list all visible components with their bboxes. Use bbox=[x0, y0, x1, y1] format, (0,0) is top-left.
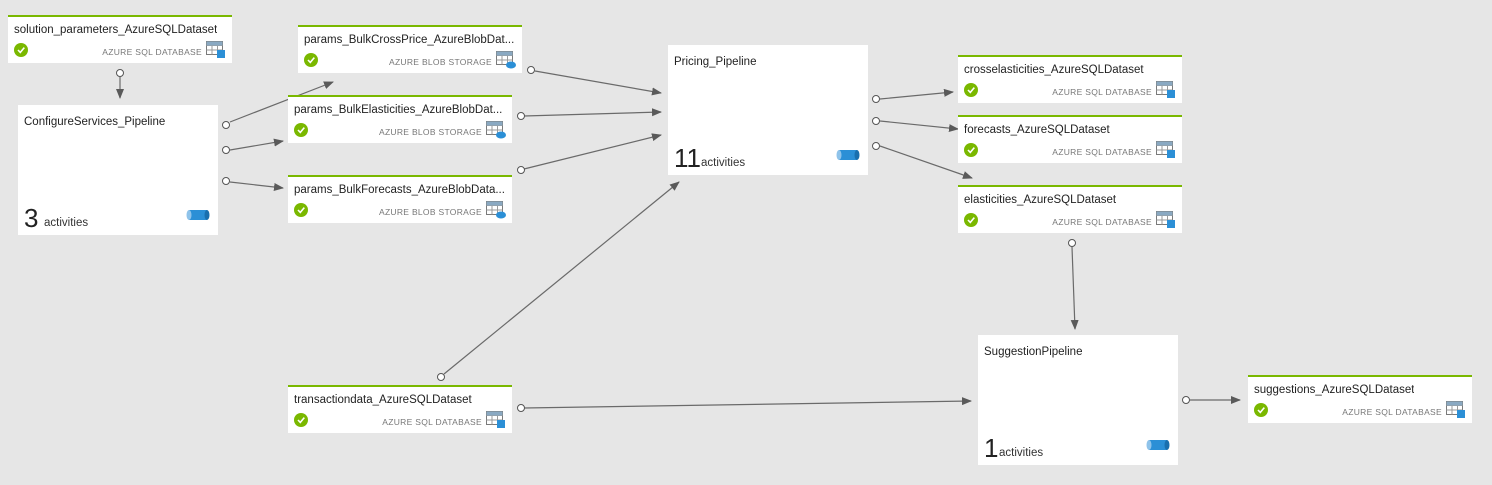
edge-configure-to-forecasts bbox=[229, 181, 284, 191]
sql-table-icon bbox=[486, 411, 506, 434]
edge-forecasts-to-pricing bbox=[523, 133, 662, 170]
dataset-bulk-forecasts[interactable]: params_BulkForecasts_AzureBlobData... AZ… bbox=[288, 175, 512, 223]
dataset-crosselasticities[interactable]: crosselasticities_AzureSQLDataset AZURE … bbox=[958, 55, 1182, 103]
sql-table-icon bbox=[1446, 401, 1466, 424]
blob-table-icon bbox=[496, 51, 516, 74]
pipeline-suggestion[interactable]: SuggestionPipeline 1 activities bbox=[978, 335, 1178, 465]
port-out-crossprice bbox=[527, 66, 535, 74]
activity-count: 1 bbox=[984, 433, 999, 463]
blob-table-icon bbox=[486, 121, 506, 144]
dataset-type: AZURE BLOB STORAGE bbox=[378, 127, 482, 137]
dataset-name: elasticities_AzureSQLDataset bbox=[964, 194, 1117, 206]
port-out-transaction-1 bbox=[437, 373, 445, 381]
dataset-transactiondata[interactable]: transactiondata_AzureSQLDataset AZURE SQ… bbox=[288, 385, 512, 433]
dataset-name: suggestions_AzureSQLDataset bbox=[1254, 384, 1415, 396]
dataset-type: AZURE BLOB STORAGE bbox=[388, 57, 492, 67]
sql-table-icon bbox=[1156, 81, 1176, 104]
check-icon bbox=[304, 53, 318, 67]
edge-transaction-to-suggestion bbox=[523, 397, 972, 409]
sql-table-icon bbox=[206, 41, 226, 64]
pipeline-name: Pricing_Pipeline bbox=[674, 56, 757, 68]
dataset-type: AZURE SQL DATABASE bbox=[102, 47, 202, 57]
dataset-name: solution_parameters_AzureSQLDataset bbox=[14, 24, 218, 36]
dataset-forecasts[interactable]: forecasts_AzureSQLDataset AZURE SQL DATA… bbox=[958, 115, 1182, 163]
dataset-name: params_BulkCrossPrice_AzureBlobDat... bbox=[304, 34, 514, 46]
edge-configure-to-crossprice bbox=[229, 81, 334, 123]
dataset-bulk-elasticities[interactable]: params_BulkElasticities_AzureBlobDat... … bbox=[288, 95, 512, 143]
check-icon bbox=[1254, 403, 1268, 417]
dataset-type: AZURE SQL DATABASE bbox=[1342, 407, 1442, 417]
port-out-elasticities-ds bbox=[1068, 239, 1076, 247]
port-out-configure-1 bbox=[222, 121, 230, 129]
dataset-type: AZURE SQL DATABASE bbox=[1052, 147, 1152, 157]
pipeline-configure-services[interactable]: ConfigureServices_Pipeline 3 activities bbox=[18, 105, 218, 235]
dataset-type: AZURE BLOB STORAGE bbox=[378, 207, 482, 217]
pipeline-pricing[interactable]: Pricing_Pipeline 11 activities bbox=[668, 45, 868, 175]
edge-transaction-to-pricing bbox=[443, 181, 680, 375]
edge-crossprice-to-pricing bbox=[534, 70, 662, 96]
check-icon bbox=[964, 83, 978, 97]
dataset-name: params_BulkElasticities_AzureBlobDat... bbox=[294, 104, 503, 116]
dataset-bulk-cross-price[interactable]: params_BulkCrossPrice_AzureBlobDat... AZ… bbox=[298, 25, 522, 73]
port-out-suggestion bbox=[1182, 396, 1190, 404]
dataset-name: params_BulkForecasts_AzureBlobData... bbox=[294, 184, 504, 196]
edge-elasticities-to-suggestion bbox=[1070, 246, 1079, 330]
dataset-suggestions[interactable]: suggestions_AzureSQLDataset AZURE SQL DA… bbox=[1248, 375, 1472, 423]
port-out-configure-3 bbox=[222, 177, 230, 185]
check-icon bbox=[294, 203, 308, 217]
port-out-elasticities bbox=[517, 112, 525, 120]
activity-unit: activities bbox=[701, 157, 746, 169]
dataset-type: AZURE SQL DATABASE bbox=[382, 417, 482, 427]
dataset-type: AZURE SQL DATABASE bbox=[1052, 87, 1152, 97]
edge-pricing-to-forecasts bbox=[879, 120, 959, 133]
edge-elasticities-to-pricing bbox=[523, 108, 662, 117]
pipeline-icon bbox=[1146, 438, 1170, 457]
port-out-transaction-2 bbox=[517, 404, 525, 412]
port-out-pricing-2 bbox=[872, 117, 880, 125]
dataset-solution-parameters[interactable]: solution_parameters_AzureSQLDataset AZUR… bbox=[8, 15, 232, 63]
pipeline-icon bbox=[186, 208, 210, 227]
port-out-pricing-3 bbox=[872, 142, 880, 150]
port-out-forecasts bbox=[517, 166, 525, 174]
check-icon bbox=[964, 213, 978, 227]
check-icon bbox=[14, 43, 28, 57]
activity-unit: activities bbox=[44, 217, 89, 229]
port-out-solution bbox=[116, 69, 124, 77]
activity-count: 11 bbox=[674, 143, 701, 173]
pipeline-name: ConfigureServices_Pipeline bbox=[24, 116, 166, 128]
dataset-name: transactiondata_AzureSQLDataset bbox=[294, 394, 472, 406]
dataset-elasticities[interactable]: elasticities_AzureSQLDataset AZURE SQL D… bbox=[958, 185, 1182, 233]
port-out-pricing-1 bbox=[872, 95, 880, 103]
dataset-name: forecasts_AzureSQLDataset bbox=[964, 124, 1110, 136]
blob-table-icon bbox=[486, 201, 506, 224]
edge-configure-to-elasticities bbox=[229, 138, 284, 151]
check-icon bbox=[294, 123, 308, 137]
dataset-name: crosselasticities_AzureSQLDataset bbox=[964, 64, 1144, 76]
pipeline-name: SuggestionPipeline bbox=[984, 346, 1083, 358]
sql-table-icon bbox=[1156, 211, 1176, 234]
check-icon bbox=[294, 413, 308, 427]
pipeline-icon bbox=[836, 148, 860, 167]
port-out-configure-2 bbox=[222, 146, 230, 154]
activity-count: 3 bbox=[24, 203, 39, 233]
dataset-type: AZURE SQL DATABASE bbox=[1052, 217, 1152, 227]
sql-table-icon bbox=[1156, 141, 1176, 164]
edge-pricing-to-elasticities bbox=[879, 145, 973, 179]
check-icon bbox=[964, 143, 978, 157]
edge-pricing-to-crosselasticities bbox=[879, 88, 954, 100]
activity-unit: activities bbox=[999, 447, 1044, 459]
